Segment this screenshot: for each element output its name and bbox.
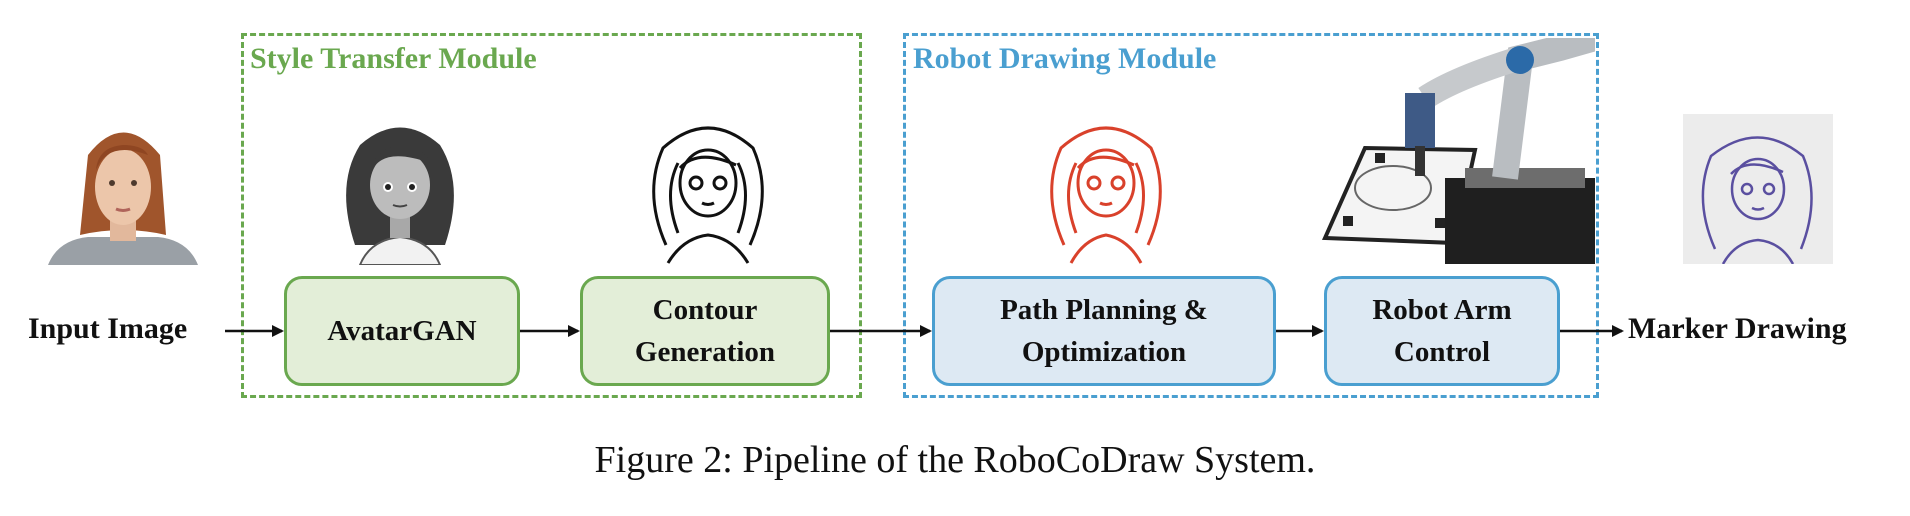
avatargan-node-label: AvatarGAN: [327, 315, 477, 347]
path-planning-sketch-image: [1050, 126, 1162, 264]
contour-sketch-image: [652, 126, 764, 264]
robot-drawing-module-title: Robot Drawing Module: [913, 42, 1217, 75]
style-transfer-module-title: Style Transfer Module: [250, 42, 537, 75]
path-planning-label-line1: Path Planning &: [1000, 294, 1208, 326]
marker-drawing-label: Marker Drawing: [1628, 312, 1847, 345]
robot-arm-control-label-line1: Robot Arm: [1372, 294, 1512, 326]
contour-generation-label-line1: Contour: [652, 294, 758, 326]
robot-arm-control-label-line2: Control: [1393, 336, 1491, 368]
marker-drawing-photo-image: [1683, 114, 1833, 264]
figure-caption: Figure 2: Pipeline of the RoboCoDraw Sys…: [594, 439, 1316, 481]
robot-drawing-module-box: [903, 33, 1599, 398]
path-planning-node: Path Planning & Optimization: [932, 276, 1276, 386]
style-transfer-module-box: [241, 33, 862, 398]
robot-arm-control-node: Robot Arm Control: [1324, 276, 1560, 386]
contour-generation-node: Contour Generation: [580, 276, 830, 386]
avatargan-node: AvatarGAN: [284, 276, 520, 386]
avatar-image: [346, 127, 454, 265]
robot-arm-photo-image: [1321, 38, 1595, 264]
path-planning-label-line2: Optimization: [1021, 336, 1187, 368]
contour-generation-label-line2: Generation: [634, 336, 776, 368]
input-image-label: Input Image: [28, 312, 188, 345]
input-photo-image: [48, 132, 198, 265]
